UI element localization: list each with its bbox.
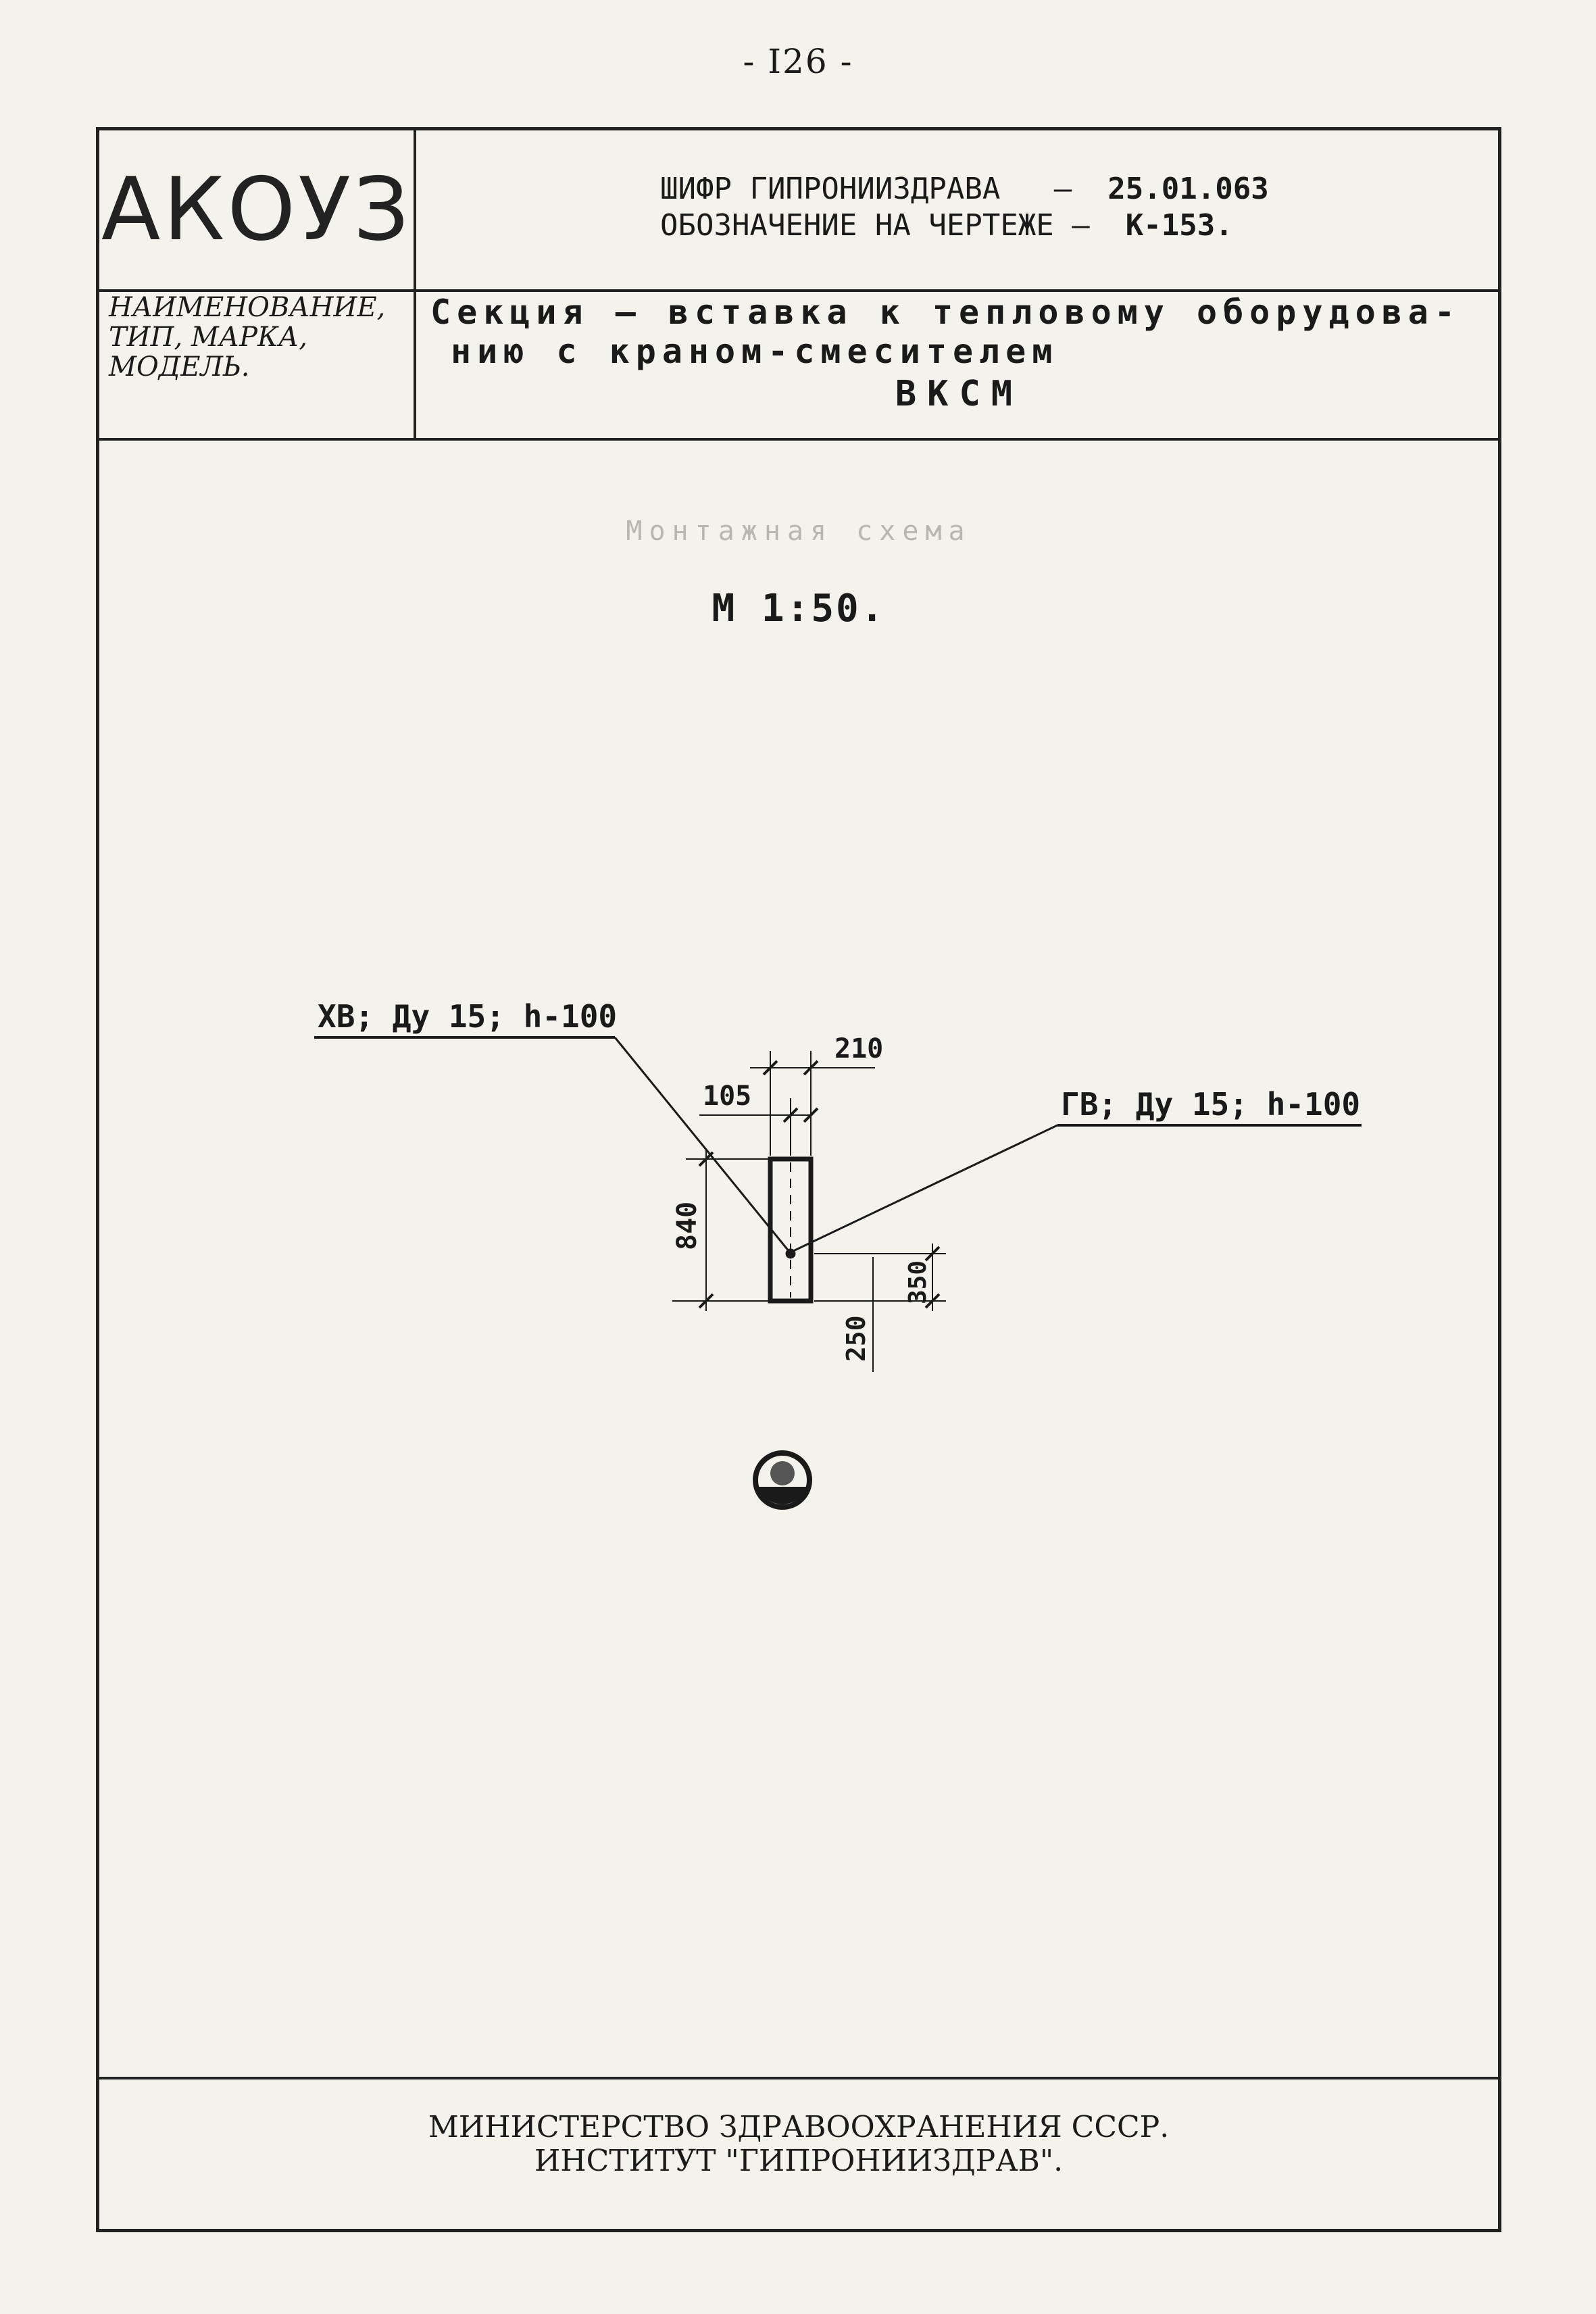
page-number: - I26 - <box>743 42 853 81</box>
cold-water-leader <box>614 1037 791 1252</box>
hot-water-leader <box>791 1124 1058 1253</box>
cipher-label: ШИФР ГИПРОНИИЗДРАВА <box>660 172 1001 206</box>
name-label-line-3: МОДЕЛЬ. <box>109 351 250 383</box>
footer: МИНИСТЕРСТВО ЗДРАВООХРАНЕНИЯ СССР. ИНСТИ… <box>99 2111 1498 2178</box>
tick <box>803 1060 819 1076</box>
tick <box>924 1246 941 1262</box>
stamp-model: ВКСМ <box>895 374 1024 414</box>
designation-value: К-153. <box>1125 208 1233 243</box>
title-line-2: нию с краном-смесителем <box>451 332 1059 371</box>
cipher-value: 25.01.063 <box>1107 172 1269 206</box>
name-label-line-1: НАИМЕНОВАНИЕ, <box>109 292 386 323</box>
dim-offset-label: 250 <box>841 1315 871 1362</box>
cold-water-label: ХВ; Ду 15; h-100 <box>318 998 617 1035</box>
orientation-symbol <box>753 1450 812 1510</box>
tick <box>762 1060 778 1076</box>
stamp-name-label: НАИМЕНОВАНИЕ, ТИП, МАРКА, МОДЕЛЬ. <box>109 293 413 382</box>
designation-label: ОБОЗНАЧЕНИЕ НА ЧЕРТЕЖЕ <box>660 208 1054 243</box>
scheme-title: Монтажная схема <box>626 516 972 547</box>
footer-divider <box>99 2077 1498 2079</box>
dim-length-label: 840 <box>672 1202 703 1250</box>
dim-half-width-label: 105 <box>703 1081 751 1112</box>
drawing-sheet: АКОУЗ ШИФР ГИПРОНИИЗДРАВА – 25.01.063 ОБ… <box>96 127 1501 2232</box>
footer-line-1: МИНИСТЕРСТВО ЗДРАВООХРАНЕНИЯ СССР. <box>428 2110 1170 2144</box>
stamp-code: АКОУЗ <box>101 159 412 260</box>
dim-width-label: 210 <box>834 1033 883 1064</box>
tick <box>924 1293 941 1309</box>
hot-water-label: ГВ; Ду 15; h-100 <box>1061 1086 1360 1123</box>
equipment-body <box>768 1156 814 1304</box>
tick <box>698 1293 714 1309</box>
scale-label: М 1:50. <box>712 587 886 631</box>
stamp-column-divider <box>414 130 416 438</box>
title-line-1: Секция – вставка к тепловому оборудова- <box>430 293 1461 332</box>
stamp-title: Секция – вставка к тепловому оборудова-н… <box>430 293 1461 371</box>
tick <box>782 1107 799 1123</box>
footer-line-2: ИНСТИТУТ "ГИПРОНИИЗДРАВ". <box>534 2144 1064 2178</box>
stamp-divider-bottom <box>99 438 1498 441</box>
tick <box>803 1107 819 1123</box>
stamp-cipher-block: ШИФР ГИПРОНИИЗДРАВА – 25.01.063 ОБОЗНАЧЕ… <box>660 172 1269 243</box>
tick <box>698 1151 714 1167</box>
dim-offset-small-label: 350 <box>904 1260 932 1304</box>
name-label-line-2: ТИП, МАРКА, <box>109 322 308 353</box>
stamp-divider-top <box>99 289 1498 292</box>
